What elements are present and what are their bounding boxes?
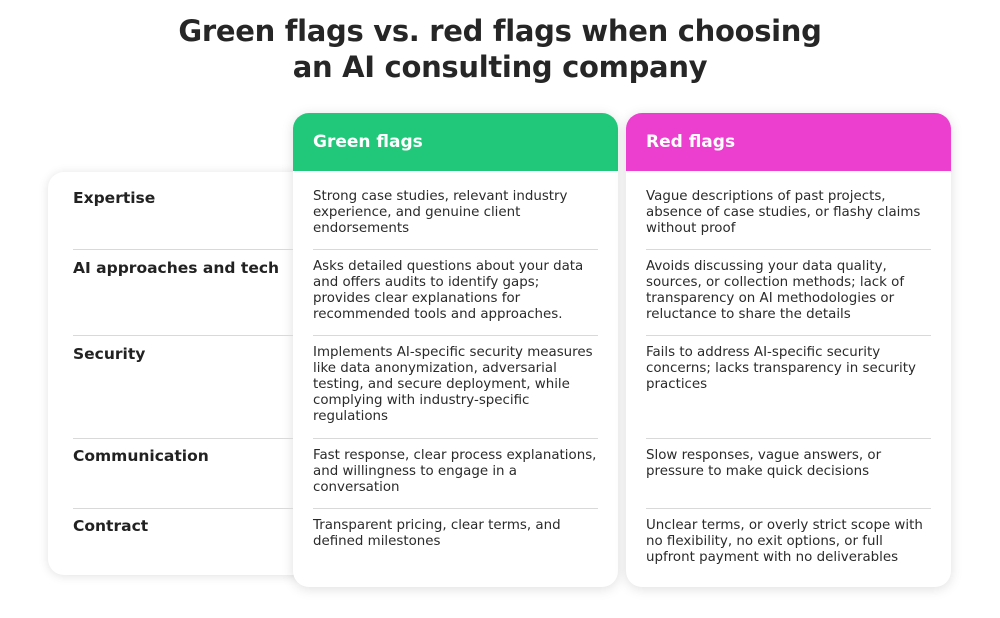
red-flags-header: Red flags <box>626 113 951 171</box>
row-divider <box>73 335 293 336</box>
green-flags-header: Green flags <box>293 113 618 171</box>
red-cell-expertise: Vague descriptions of past projects, abs… <box>646 189 921 236</box>
category-label-expertise: Expertise <box>73 189 156 207</box>
row-divider <box>646 249 931 250</box>
row-divider <box>313 438 598 439</box>
category-label-communication: Communication <box>73 447 209 465</box>
title-line-1: Green flags vs. red flags when choosing <box>178 14 822 48</box>
red-cell-communication: Slow responses, vague answers, or pressu… <box>646 448 882 479</box>
category-label-contract: Contract <box>73 517 149 535</box>
row-divider <box>646 508 931 509</box>
row-divider <box>646 335 931 336</box>
green-cell-expertise: Strong case studies, relevant industry e… <box>313 189 568 236</box>
green-cell-ai-approaches: Asks detailed questions about your data … <box>313 259 584 322</box>
red-cell-security: Fails to address AI-specific security co… <box>646 345 916 392</box>
row-divider <box>646 438 931 439</box>
green-flags-column: Green flags Strong case studies, relevan… <box>293 113 618 587</box>
red-flags-column: Red flags Vague descriptions of past pro… <box>626 113 951 587</box>
red-cell-ai-approaches: Avoids discussing your data quality, sou… <box>646 259 905 322</box>
category-label-security: Security <box>73 345 146 363</box>
row-divider <box>313 508 598 509</box>
row-divider <box>313 335 598 336</box>
category-label-ai-approaches: AI approaches and tech <box>73 259 280 277</box>
category-card <box>48 172 310 575</box>
row-divider <box>73 438 293 439</box>
title-line-2: an AI consulting company <box>292 50 708 84</box>
green-cell-communication: Fast response, clear process explanation… <box>313 448 597 495</box>
green-cell-security: Implements AI-specific security measures… <box>313 345 593 424</box>
row-divider <box>73 249 293 250</box>
red-cell-contract: Unclear terms, or overly strict scope wi… <box>646 518 923 565</box>
row-divider <box>313 249 598 250</box>
row-divider <box>73 508 293 509</box>
page-title: Green flags vs. red flags when choosing … <box>0 13 1000 85</box>
green-cell-contract: Transparent pricing, clear terms, and de… <box>313 518 561 549</box>
